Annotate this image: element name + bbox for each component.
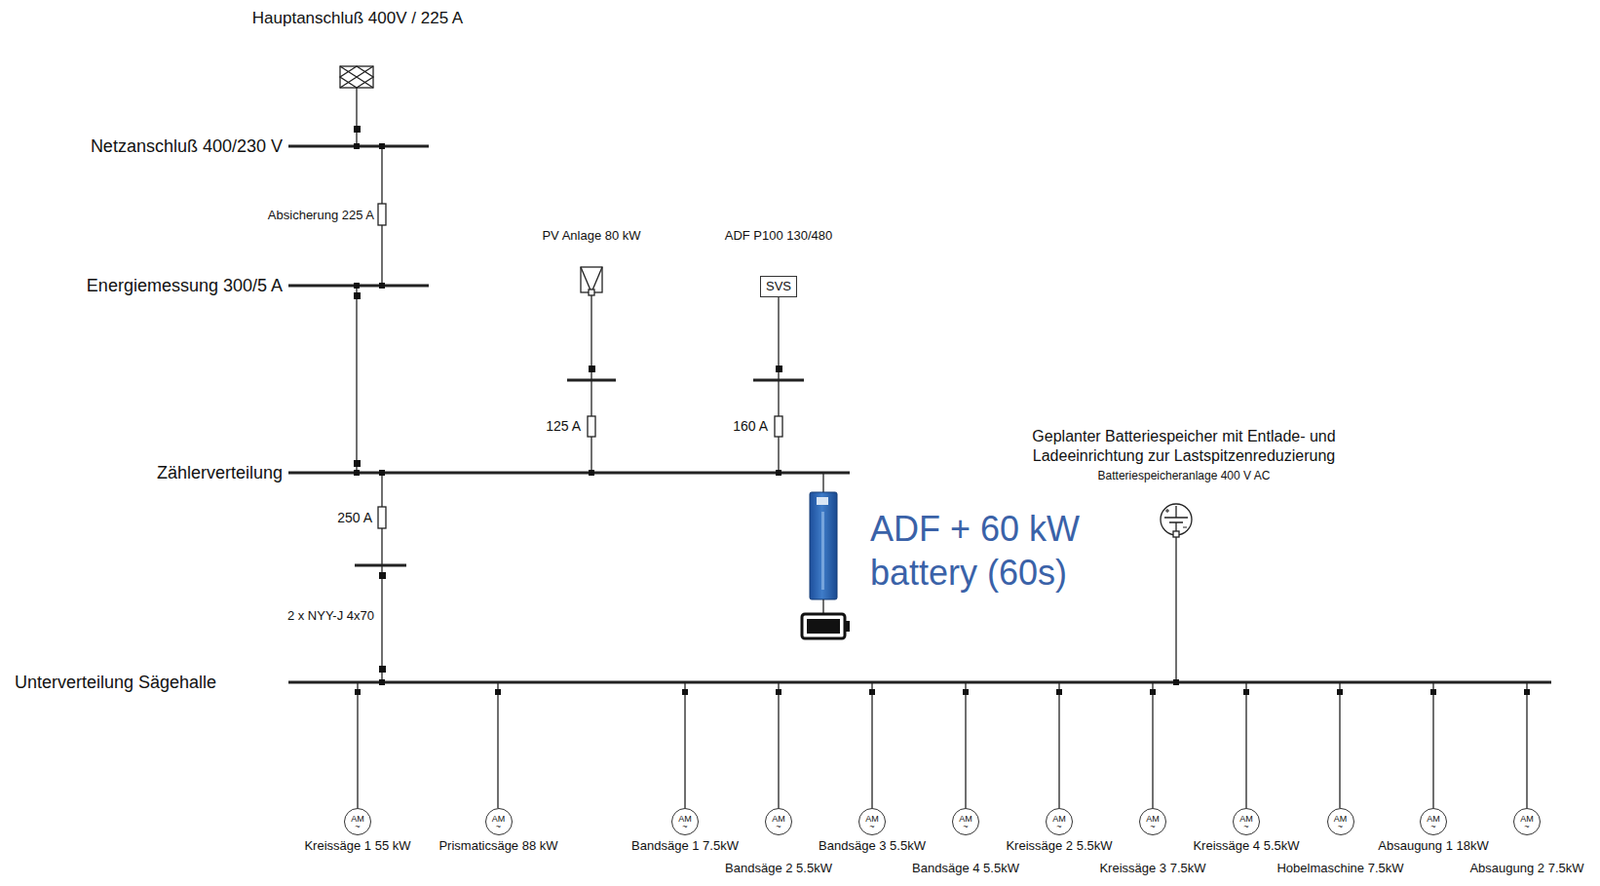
motor-label: Kreissäge 4 5.5kW — [1192, 838, 1299, 853]
diagram-label: ADF P100 130/480 — [724, 228, 834, 244]
motor-node: AM~ Prismaticsäge 88 kW — [438, 807, 559, 853]
diagram-title: Hauptanschluß 400V / 225 A — [252, 8, 463, 29]
battery-symbol — [1160, 503, 1192, 537]
motor-node: AM~ Absaugung 2 7.5kW — [1469, 807, 1585, 876]
wire — [777, 297, 779, 473]
busbar — [288, 471, 850, 475]
motor-label: Bandsäge 3 5.5kW — [818, 838, 926, 853]
motor-code: AM — [958, 814, 973, 824]
motor-code: AM — [1145, 814, 1160, 824]
diagram-label: Energiemessung 300/5 A — [86, 275, 283, 297]
wire — [1175, 534, 1177, 683]
motor-node: AM~ Kreissäge 3 7.5kW — [1099, 807, 1207, 876]
motor-code: AM — [678, 814, 692, 824]
ac-sign: ~ — [962, 823, 968, 830]
wire — [822, 472, 824, 493]
diagram-label: 125 A — [545, 418, 581, 434]
motor-symbol: AM~ — [1232, 807, 1260, 836]
motor-symbol: AM~ — [1327, 807, 1355, 836]
motor-symbol: AM~ — [1139, 807, 1167, 836]
ac-sign: ~ — [1337, 823, 1343, 830]
diagram-label: 250 A — [337, 509, 373, 526]
motor-symbol: AM~ — [1045, 807, 1073, 836]
ac-sign: ~ — [869, 823, 875, 830]
diagram-label: PV Anlage 80 kW — [541, 228, 641, 244]
motor-symbol: AM~ — [952, 807, 980, 836]
diagram-label: 2 x NYY-J 4x70 — [287, 609, 375, 624]
ac-sign: ~ — [1243, 823, 1249, 830]
motor-code: AM — [771, 814, 786, 824]
motor-label: Bandsäge 2 5.5kW — [724, 861, 833, 876]
diagram-label: ADF + 60 kW battery (60s) — [870, 506, 1105, 595]
fuse-symbols — [378, 203, 783, 529]
motor-label: Absaugung 2 7.5kW — [1469, 861, 1584, 876]
motor-code: AM — [1426, 814, 1441, 824]
motor-code: AM — [492, 814, 506, 824]
motor-node: AM~ Bandsäge 3 5.5kW — [818, 807, 926, 853]
pv-symbol — [580, 266, 603, 296]
motor-label: Hobelmaschine 7.5kW — [1276, 861, 1404, 876]
ac-sign: ~ — [1056, 823, 1062, 830]
diagram-label: 160 A — [732, 418, 768, 434]
motor-code: AM — [1052, 814, 1067, 824]
motor-symbol: AM~ — [671, 807, 699, 836]
diagram-label: Absicherung 225 A — [267, 208, 375, 224]
ac-sign: ~ — [682, 823, 687, 830]
ac-sign: ~ — [354, 823, 360, 830]
motor-node: AM~ Kreissäge 1 55 kW — [304, 807, 412, 853]
motor-code: AM — [1333, 814, 1348, 824]
diagram-label: Netzanschluß 400/230 V — [90, 136, 283, 157]
motor-symbol: AM~ — [858, 807, 886, 836]
motor-symbol: AM~ — [343, 807, 372, 836]
ac-sign: ~ — [775, 823, 781, 830]
motor-code: AM — [1239, 814, 1254, 824]
wire — [355, 87, 357, 147]
motor-code: AM — [865, 814, 879, 824]
ac-sign: ~ — [1430, 823, 1436, 830]
grid-symbol — [340, 66, 374, 88]
ac-sign: ~ — [1149, 823, 1155, 830]
diagram-label: Batteriespeicheranlage 400 V AC — [1098, 469, 1271, 484]
motor-drops — [357, 682, 1527, 808]
motor-label: Kreissäge 2 5.5kW — [1005, 838, 1112, 853]
wire — [355, 285, 357, 473]
diagram-label: Geplanter Batteriespeicher mit Entlade- … — [1000, 426, 1368, 466]
motor-node: AM~ Bandsäge 2 5.5kW — [724, 807, 833, 876]
motor-label: Bandsäge 1 7.5kW — [631, 838, 739, 853]
motor-symbol: AM~ — [1419, 807, 1448, 836]
diagram-label: Unterverteilung Sägehalle — [14, 672, 217, 693]
ac-sign: ~ — [1523, 823, 1529, 830]
wire — [590, 292, 592, 473]
motor-node: AM~ Kreissäge 2 5.5kW — [1005, 807, 1113, 853]
busbar — [354, 564, 407, 568]
motor-symbol: AM~ — [1513, 807, 1541, 836]
motor-symbol: AM~ — [485, 807, 513, 836]
ac-sign: ~ — [495, 823, 501, 830]
motor-label: Prismaticsäge 88 kW — [438, 838, 558, 853]
motor-code: AM — [350, 814, 365, 824]
motor-label: Absaugung 1 18kW — [1377, 838, 1488, 853]
motor-node: AM~ Absaugung 1 18kW — [1377, 807, 1489, 853]
busbar — [288, 681, 1552, 685]
motor-node: AM~ Kreissäge 4 5.5kW — [1192, 807, 1300, 853]
svs-box: SVS — [760, 275, 798, 298]
motor-code: AM — [1520, 814, 1534, 824]
motor-label: Bandsäge 4 5.5kW — [912, 861, 1020, 876]
motor-node: AM~ Bandsäge 4 5.5kW — [912, 807, 1020, 876]
motor-label: Kreissäge 1 55 kW — [304, 838, 411, 853]
diagram-label: Zählerverteilung — [156, 462, 283, 484]
junction-points — [353, 125, 1530, 695]
motor-symbol: AM~ — [764, 807, 793, 836]
box-text: SVS — [765, 278, 792, 294]
battery-icon — [801, 613, 850, 639]
motor-node: AM~ Bandsäge 1 7.5kW — [631, 807, 739, 853]
motor-label: Kreissäge 3 7.5kW — [1099, 861, 1206, 876]
adf-device — [809, 492, 838, 614]
